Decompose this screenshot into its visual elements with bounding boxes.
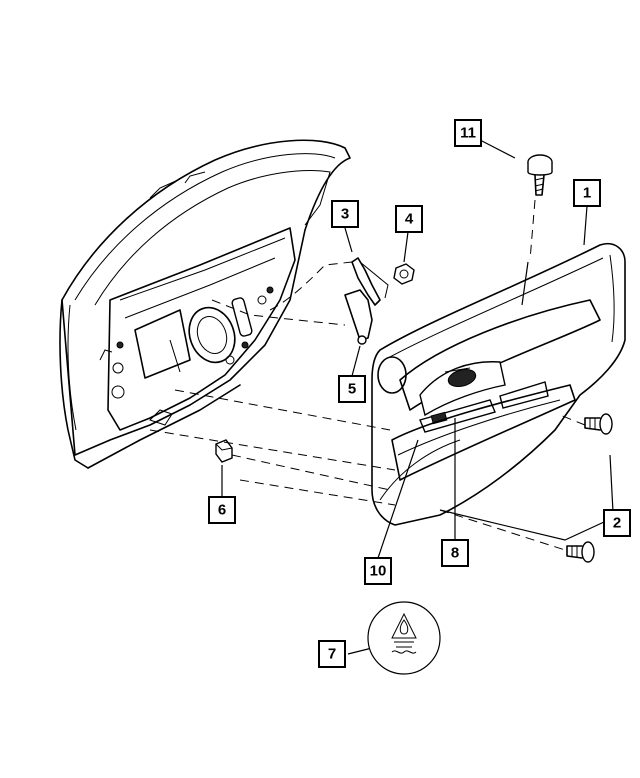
assembly-dashed-lines [149, 199, 586, 551]
screw-upper-right [584, 413, 613, 435]
callout-1: 1 [573, 179, 601, 207]
callout-11: 11 [454, 119, 482, 147]
callout-4-label: 4 [405, 211, 414, 228]
callout-3: 3 [331, 200, 359, 228]
callout-10: 10 [364, 557, 392, 585]
callout-1-label: 1 [583, 185, 591, 202]
screw-top [527, 154, 553, 196]
callout-4: 4 [395, 205, 423, 233]
nut-part [393, 263, 415, 285]
callout-2: 2 [603, 509, 631, 537]
leader-lines [221, 139, 614, 655]
callout-8-label: 8 [451, 545, 459, 562]
callout-2-label: 2 [613, 515, 621, 532]
callout-5: 5 [338, 375, 366, 403]
callout-6: 6 [208, 496, 236, 524]
callout-5-label: 5 [348, 381, 356, 398]
callout-11-label: 11 [460, 125, 476, 142]
flame-triangle-emission-icon [367, 601, 441, 675]
callout-7-label: 7 [328, 646, 336, 663]
callout-7: 7 [318, 640, 346, 668]
pull-cup-bracket [344, 257, 389, 345]
screw-lower-right [566, 541, 595, 563]
push-pin-clip [215, 439, 233, 463]
callout-6-label: 6 [218, 502, 226, 519]
callout-10-label: 10 [370, 563, 387, 580]
door-shell [59, 139, 351, 469]
callout-8: 8 [441, 539, 469, 567]
callout-3-label: 3 [341, 206, 349, 223]
door-trim-panel [371, 243, 626, 526]
